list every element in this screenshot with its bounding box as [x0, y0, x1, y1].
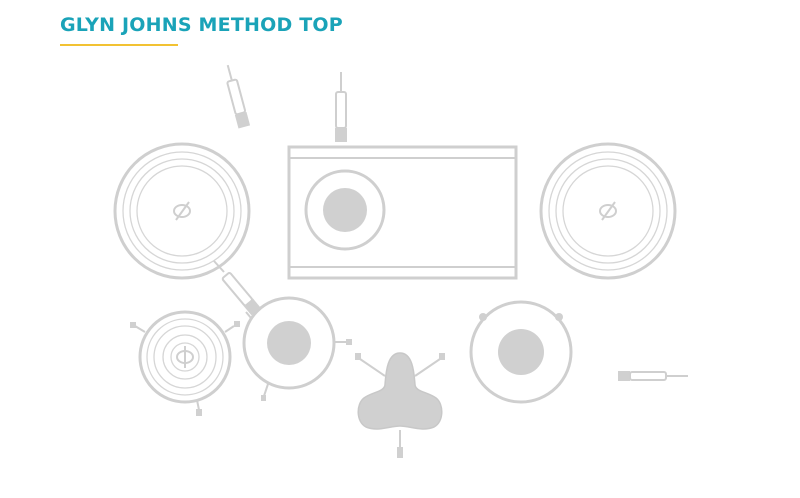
snare-drum	[242, 296, 352, 401]
overhead-mic-left	[226, 64, 251, 129]
floor-tom-mic	[618, 371, 688, 381]
title-underline	[60, 44, 178, 46]
cymbal-left	[113, 142, 251, 280]
overhead-mic-center	[335, 72, 347, 142]
snare-mic	[213, 260, 261, 316]
kick-drum	[287, 145, 518, 280]
diagram-title: GLYN JOHNS METHOD TOP	[60, 14, 343, 36]
drum-throne	[355, 352, 445, 458]
cymbal-right	[539, 142, 677, 280]
hi-hat	[130, 310, 240, 416]
floor-tom	[469, 300, 573, 404]
